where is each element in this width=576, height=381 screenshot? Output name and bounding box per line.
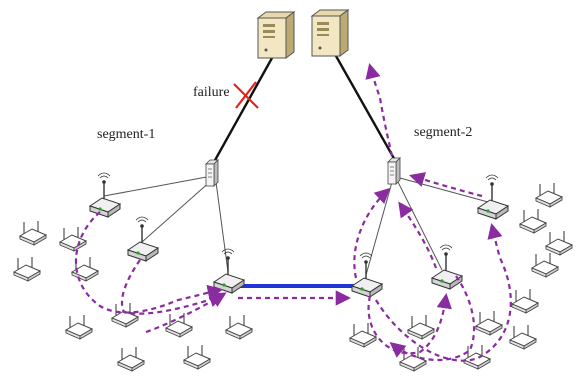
- segment-1-label: segment-1: [97, 127, 155, 142]
- mesh-node-icon: [519, 208, 547, 234]
- mesh-node-icon: [59, 226, 87, 252]
- mesh-node-icon: [111, 302, 139, 328]
- uplink-segment-2: [334, 55, 398, 163]
- failure-label: failure: [193, 85, 230, 100]
- link-left-gateway: [215, 181, 229, 273]
- route-arrow: [365, 63, 394, 157]
- route-arrow: [367, 292, 452, 355]
- server-icon: [311, 9, 349, 57]
- route-arrow: [145, 292, 227, 334]
- mesh-node-icon: [509, 324, 537, 350]
- wireless-router-icon: [89, 172, 121, 218]
- routing-paths: [74, 63, 512, 362]
- server-icon: [257, 11, 295, 59]
- mesh-node-icon: [65, 314, 93, 340]
- route-arrow: [375, 223, 512, 362]
- link-right-gateway: [397, 181, 443, 271]
- mesh-node-icon: [183, 344, 211, 370]
- link-left-gateway: [103, 175, 213, 197]
- link-left-gateway: [141, 179, 213, 243]
- mesh-node-icon: [531, 252, 559, 278]
- route-arrow: [120, 259, 225, 315]
- switch-icon: [387, 157, 401, 185]
- switch-icon: [205, 159, 219, 187]
- wireless-router-icon: [477, 174, 509, 220]
- wireless-router-icon: [213, 248, 245, 294]
- wired-links: [103, 175, 489, 276]
- mesh-node-icon: [463, 344, 491, 370]
- route-arrow: [353, 187, 391, 279]
- mesh-node-icon: [117, 346, 145, 372]
- route-arrow: [398, 201, 438, 269]
- mesh-node-icon: [535, 182, 563, 208]
- mesh-node-icon: [165, 312, 193, 338]
- wireless-router-icon: [127, 216, 159, 262]
- segment-2-label: segment-2: [414, 125, 472, 140]
- link-right-gateway: [365, 181, 393, 276]
- route-arrow: [389, 275, 476, 362]
- mesh-node-icon: [511, 288, 539, 314]
- route-arrow: [409, 172, 483, 198]
- uplink-segment-1: [212, 57, 274, 163]
- mesh-node-icon: [407, 314, 435, 340]
- mesh-node-icon: [19, 220, 47, 246]
- mesh-node-icon: [475, 310, 503, 336]
- mesh-node-icon: [13, 256, 41, 282]
- link-right-gateway: [399, 177, 489, 203]
- route-arrow: [74, 211, 224, 314]
- mesh-node-icon: [225, 314, 253, 340]
- mesh-node-icon: [545, 230, 573, 256]
- x-mark-icon: [233, 81, 259, 109]
